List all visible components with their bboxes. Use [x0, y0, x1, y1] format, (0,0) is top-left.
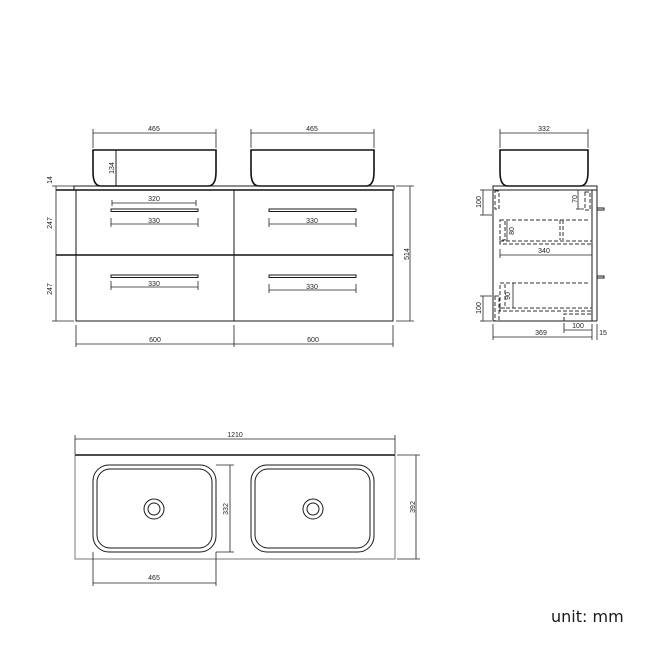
svg-text:332: 332	[538, 126, 550, 133]
svg-text:15: 15	[599, 330, 607, 337]
side-countertop	[492, 185, 598, 191]
svg-text:80: 80	[509, 227, 516, 235]
svg-text:90: 90	[505, 292, 512, 300]
svg-text:465: 465	[148, 575, 160, 582]
svg-text:600: 600	[149, 337, 161, 344]
svg-text:1210: 1210	[227, 432, 243, 439]
handle-upper-right: 330	[268, 208, 357, 227]
svg-text:100: 100	[572, 323, 584, 330]
svg-text:330: 330	[306, 218, 318, 225]
svg-text:70: 70	[572, 195, 579, 203]
svg-text:320: 320	[148, 196, 160, 203]
right-dimensions: 514	[396, 185, 414, 322]
handle-lower-right: 330	[268, 274, 357, 293]
countertop-top	[74, 454, 396, 560]
svg-text:14: 14	[47, 176, 54, 184]
svg-text:392: 392	[410, 501, 417, 513]
basin-left-width-label: 465	[148, 126, 160, 133]
svg-text:600: 600	[307, 337, 319, 344]
handle-lower-left: 330	[110, 274, 199, 290]
svg-text:340: 340	[538, 248, 550, 255]
unit-label: unit: mm	[551, 607, 624, 626]
side-basin	[499, 149, 589, 187]
top-basin-left	[92, 464, 217, 553]
svg-text:100: 100	[476, 302, 483, 314]
svg-text:514: 514	[404, 248, 411, 260]
basin-right-width-label: 465	[306, 126, 318, 133]
bottom-dimensions: 600 600	[75, 325, 394, 347]
front-view: 465 134 465 320 330	[47, 126, 414, 347]
side-view: 332 100 70 80 340 90	[476, 126, 607, 340]
svg-text:369: 369	[535, 330, 547, 337]
basin-height-label: 134	[109, 162, 116, 174]
top-view: 1210 332 392 465	[74, 432, 420, 586]
handle-upper-left: 320 330	[110, 196, 199, 227]
svg-text:247: 247	[47, 217, 54, 229]
left-basin: 465 134	[92, 126, 217, 187]
left-dimensions: 14 247 247	[47, 176, 74, 322]
svg-text:247: 247	[47, 283, 54, 295]
top-basin-right	[250, 464, 375, 553]
svg-text:330: 330	[148, 218, 160, 225]
svg-text:330: 330	[306, 284, 318, 291]
svg-text:330: 330	[148, 281, 160, 288]
svg-text:100: 100	[476, 196, 483, 208]
right-basin: 465	[250, 126, 375, 187]
svg-text:332: 332	[223, 503, 230, 515]
